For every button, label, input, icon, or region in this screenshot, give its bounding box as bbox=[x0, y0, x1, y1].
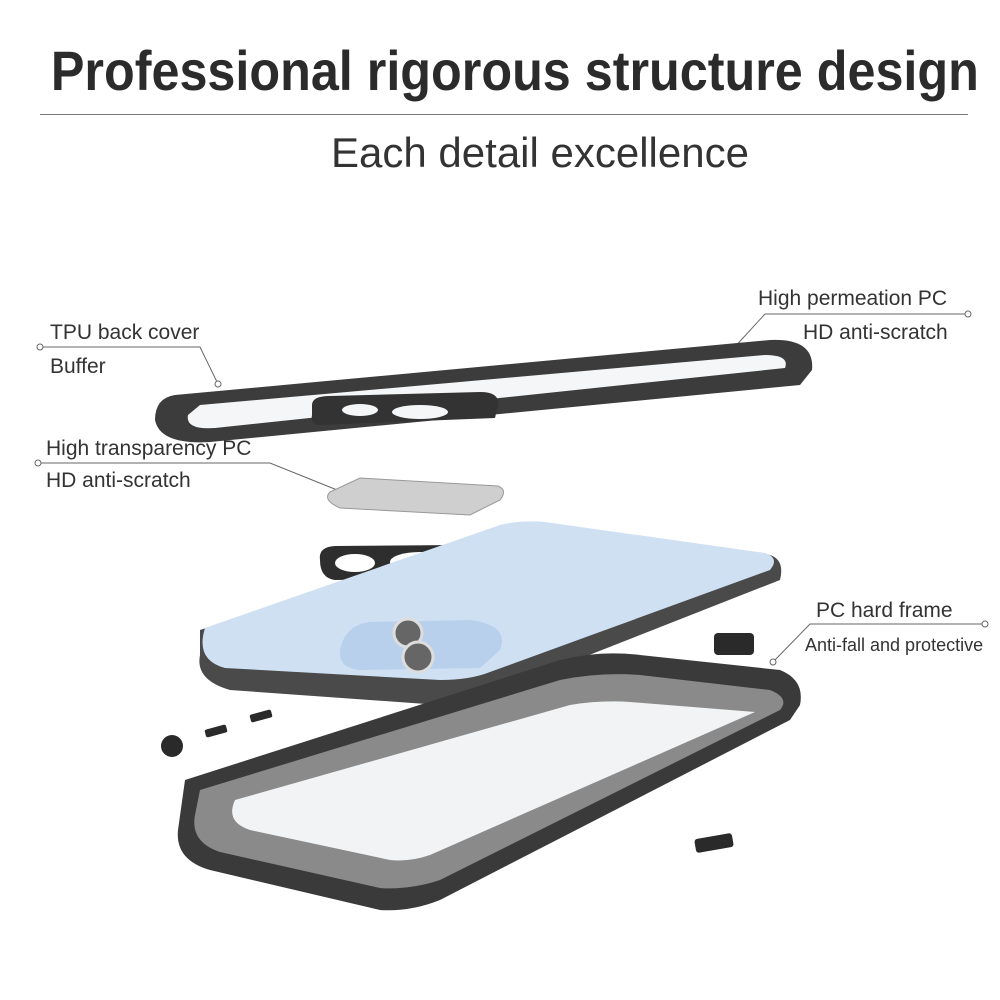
callout-tpu-title: TPU back cover bbox=[50, 321, 200, 344]
phone bbox=[199, 521, 782, 705]
callout-tpu-sub: Buffer bbox=[50, 355, 106, 378]
pc-hard-frame bbox=[177, 653, 801, 911]
page-subtitle: Each detail excellence bbox=[331, 129, 749, 176]
callout-permeation-sub: HD anti-scratch bbox=[803, 321, 948, 344]
lens-cover bbox=[327, 477, 504, 516]
tpu-back-cover bbox=[155, 339, 813, 443]
callout-frame-title: PC hard frame bbox=[816, 599, 953, 622]
callout-frame-sub: Anti-fall and protective bbox=[805, 635, 984, 655]
callout-transparency-title: High transparency PC bbox=[46, 437, 252, 460]
callout-permeation-title: High permeation PC bbox=[758, 287, 948, 310]
page-title: Professional rigorous structure design bbox=[50, 39, 979, 102]
callout-lines bbox=[34, 310, 989, 666]
title-divider bbox=[40, 114, 968, 115]
callout-transparency-sub: HD anti-scratch bbox=[46, 469, 191, 492]
plugs bbox=[161, 633, 754, 853]
